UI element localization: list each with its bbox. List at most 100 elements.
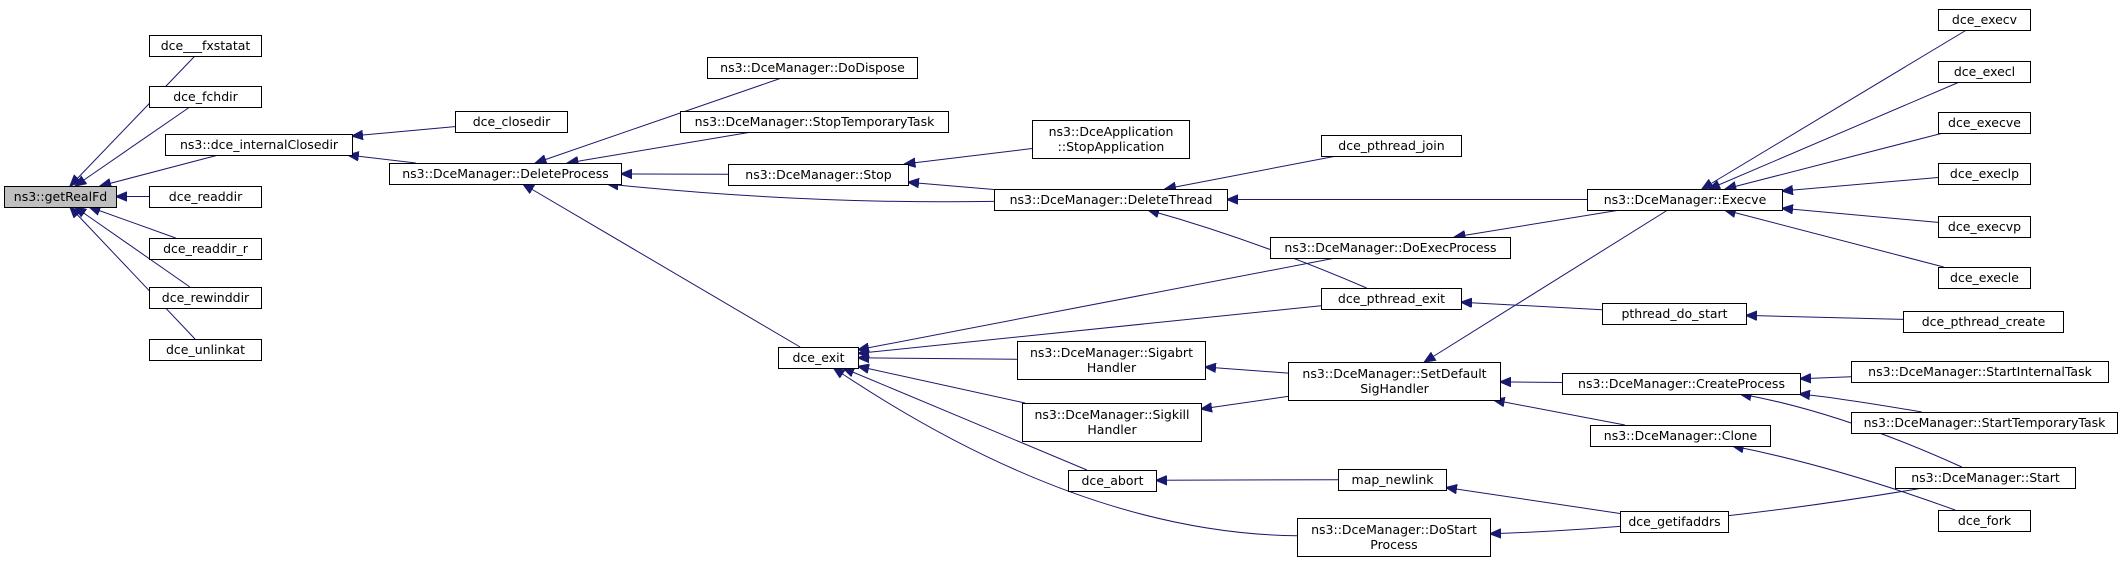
node-dce_exit[interactable]: dce_exit <box>778 347 859 369</box>
edge-Start-to-CreateProcess <box>1740 394 1963 468</box>
edge-DoStartProcess-to-dce_exit <box>834 368 1298 537</box>
node-box <box>149 35 262 57</box>
edge-pthread_exit-to-DeleteThread <box>1148 210 1367 289</box>
node-getRealFd[interactable]: ns3::getRealFd <box>4 186 117 208</box>
node-box <box>1938 9 2031 31</box>
node-label: dce_pthread_exit <box>1338 291 1445 306</box>
node-DoExecProcess[interactable]: ns3::DceManager::DoExecProcess <box>1270 237 1511 259</box>
edge-StartInternalTask-to-CreateProcess <box>1800 377 1852 379</box>
node-closedir[interactable]: dce_closedir <box>455 111 568 133</box>
node-Clone[interactable]: ns3::DceManager::Clone <box>1590 425 1771 447</box>
node-unlinkat[interactable]: dce_unlinkat <box>149 339 262 361</box>
node-label: Handler <box>1087 422 1137 437</box>
node-box <box>1895 467 2076 489</box>
node-Stop[interactable]: ns3::DceManager::Stop <box>728 164 909 186</box>
node-label: ns3::DceManager::DoStart <box>1311 522 1477 537</box>
node-StartInternalTask[interactable]: ns3::DceManager::StartInternalTask <box>1851 361 2109 383</box>
node-box <box>728 164 909 186</box>
node-execv[interactable]: dce_execv <box>1938 9 2031 31</box>
node-box <box>1903 311 2064 333</box>
node-DeleteProcess[interactable]: ns3::DceManager::DeleteProcess <box>389 163 622 185</box>
node-box <box>1017 341 1206 380</box>
node-pthread_join[interactable]: dce_pthread_join <box>1321 135 1462 157</box>
node-label: Handler <box>1087 360 1137 375</box>
node-pthread_exit[interactable]: dce_pthread_exit <box>1321 288 1462 310</box>
edge-StopApplication-to-Stop <box>905 148 1033 165</box>
edge-fchdir-to-getRealFd <box>75 106 191 186</box>
edge-pthread_join-to-DeleteThread <box>1165 155 1337 189</box>
node-pthread_do_start[interactable]: pthread_do_start <box>1602 303 1747 325</box>
node-box <box>455 111 568 133</box>
edge-unlinkat-to-getRealFd <box>70 207 196 340</box>
node-label: ::StopApplication <box>1058 139 1165 154</box>
node-label: dce_closedir <box>473 114 551 129</box>
node-internalClosedir[interactable]: ns3::dce_internalClosedir <box>165 134 353 156</box>
node-box <box>149 186 262 208</box>
edge-SetDefaultSigHandler-to-SigabrtHandler <box>1205 367 1289 374</box>
node-pthread_create[interactable]: dce_pthread_create <box>1903 311 2064 333</box>
edge-DoDispose-to-DeleteProcess <box>535 77 782 163</box>
edge-StartTemporaryTask-to-CreateProcess <box>1799 394 1922 413</box>
node-label: dce_execl <box>1954 64 2015 79</box>
edge-StopTemporaryTask-to-DeleteProcess <box>567 131 752 163</box>
node-StartTemporaryTask[interactable]: ns3::DceManager::StartTemporaryTask <box>1851 412 2118 434</box>
node-map_newlink[interactable]: map_newlink <box>1338 469 1447 491</box>
node-box <box>1590 425 1771 447</box>
node-execvp[interactable]: dce_execvp <box>1938 216 2031 238</box>
node-label: ns3::DceManager::Stop <box>745 167 891 182</box>
node-box <box>1938 163 2031 185</box>
node-dce_abort[interactable]: dce_abort <box>1068 470 1157 492</box>
edge-CreateProcess-to-SetDefaultSigHandler <box>1500 382 1563 383</box>
node-label: pthread_do_start <box>1621 306 1727 321</box>
node-box <box>1851 361 2109 383</box>
node-StopApplication[interactable]: ns3::DceApplication::StopApplication <box>1032 120 1190 159</box>
node-Execve[interactable]: ns3::DceManager::Execve <box>1587 189 1783 211</box>
node-box <box>1938 267 2031 289</box>
node-label: ns3::DceManager::Clone <box>1604 428 1758 443</box>
node-getifaddrs[interactable]: dce_getifaddrs <box>1620 511 1729 533</box>
node-label: ns3::DceManager::DoDispose <box>720 60 905 75</box>
node-label: ns3::DceManager::StartTemporaryTask <box>1864 415 2107 430</box>
node-rewinddir[interactable]: dce_rewinddir <box>149 287 262 309</box>
edge-getifaddrs-to-map_newlink <box>1446 488 1621 514</box>
node-fchdir[interactable]: dce_fchdir <box>149 86 262 108</box>
node-label: ns3::getRealFd <box>14 189 107 204</box>
node-DeleteThread[interactable]: ns3::DceManager::DeleteThread <box>994 189 1228 211</box>
node-label: ns3::DceApplication <box>1049 124 1174 139</box>
node-Start[interactable]: ns3::DceManager::Start <box>1895 467 2076 489</box>
node-label: dce_execve <box>1948 115 2021 130</box>
node-box <box>1938 61 2031 83</box>
node-label: dce_fork <box>1958 513 2012 528</box>
node-readdir_r[interactable]: dce_readdir_r <box>149 238 262 260</box>
node-label: dce_fchdir <box>173 89 238 104</box>
node-readdir[interactable]: dce_readdir <box>149 186 262 208</box>
node-fork[interactable]: dce_fork <box>1938 510 2031 532</box>
node-execlp[interactable]: dce_execlp <box>1938 163 2031 185</box>
edge-pthread_do_start-to-pthread_exit <box>1461 302 1603 311</box>
node-DoDispose[interactable]: ns3::DceManager::DoDispose <box>707 57 918 79</box>
node-execl[interactable]: dce_execl <box>1938 61 2031 83</box>
edges-layer <box>70 29 1967 537</box>
edge-Execve-to-SetDefaultSigHandler <box>1424 209 1668 362</box>
node-execve[interactable]: dce_execve <box>1938 112 2031 134</box>
edge-SigkillHandler-to-dce_exit <box>858 366 1026 404</box>
node-label: ns3::DceManager::SetDefault <box>1302 366 1486 381</box>
node-box <box>778 347 859 369</box>
node-label: ns3::DceManager::StopTemporaryTask <box>695 114 935 129</box>
node-CreateProcess[interactable]: ns3::DceManager::CreateProcess <box>1562 373 1801 395</box>
node-box <box>1938 112 2031 134</box>
node-execle[interactable]: dce_execle <box>1938 267 2031 289</box>
edge-dce_exit-to-DeleteProcess <box>523 184 801 348</box>
node-box <box>707 57 918 79</box>
edge-execvp-to-Execve <box>1782 208 1939 223</box>
node-box <box>1620 511 1729 533</box>
node-StopTemporaryTask[interactable]: ns3::DceManager::StopTemporaryTask <box>680 111 949 133</box>
node-box <box>165 134 353 156</box>
node-fxstatat[interactable]: dce___fxstatat <box>149 35 262 57</box>
edge-map_newlink-to-dce_abort <box>1156 480 1339 481</box>
